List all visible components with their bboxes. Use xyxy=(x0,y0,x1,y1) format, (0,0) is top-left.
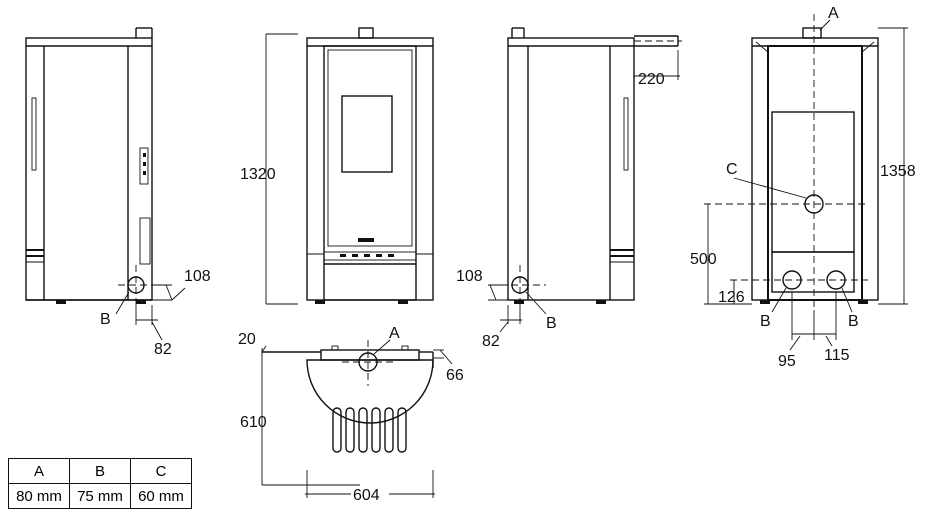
table-header-cell: A xyxy=(8,458,70,484)
right-side-view: 220 108 82 B xyxy=(456,27,682,350)
dim-20: 20 xyxy=(238,331,256,348)
dim-115: 115 xyxy=(824,347,850,364)
table-value-cell: 80 mm xyxy=(8,483,70,509)
dim-66: 66 xyxy=(446,367,464,384)
label-b-rear-right: B xyxy=(848,313,859,330)
rear-view: A C 1358 500 126 B B 95 115 xyxy=(690,5,916,370)
top-view: A 20 66 610 604 xyxy=(238,325,464,504)
table-value-cell: 60 mm xyxy=(130,483,192,509)
dim-95: 95 xyxy=(778,353,796,370)
dim-108-right: 108 xyxy=(456,268,483,285)
dim-220: 220 xyxy=(638,71,665,88)
label-b-right: B xyxy=(546,315,557,332)
dim-82-right: 82 xyxy=(482,333,500,350)
table-value-cell: 75 mm xyxy=(69,483,131,509)
left-side-view: 108 82 B xyxy=(25,27,211,358)
dim-604: 604 xyxy=(353,487,380,504)
front-view: 1320 xyxy=(240,27,434,305)
label-c-rear: C xyxy=(726,161,738,178)
connection-size-table: A B C 80 mm 75 mm 60 mm xyxy=(8,458,192,509)
dim-1320: 1320 xyxy=(240,166,276,183)
label-b-rear-left: B xyxy=(760,313,771,330)
dim-108-left: 108 xyxy=(184,268,211,285)
label-a-rear: A xyxy=(828,5,839,22)
dim-610: 610 xyxy=(240,414,267,431)
dim-82-left: 82 xyxy=(154,341,172,358)
table-header-cell: B xyxy=(69,458,131,484)
dim-126: 126 xyxy=(718,289,745,306)
dim-1358: 1358 xyxy=(880,163,916,180)
label-a-top: A xyxy=(389,325,400,342)
table-header-row: A B C xyxy=(8,458,192,484)
dim-500: 500 xyxy=(690,251,717,268)
label-b-left: B xyxy=(100,311,111,328)
table-value-row: 80 mm 75 mm 60 mm xyxy=(8,483,192,509)
table-header-cell: C xyxy=(130,458,192,484)
